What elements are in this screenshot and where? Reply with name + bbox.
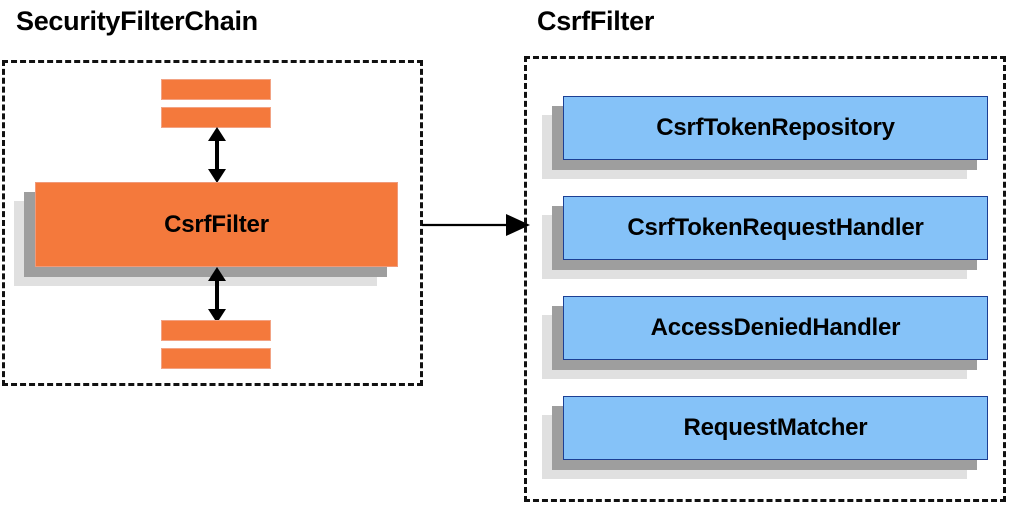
component-face: RequestMatcher bbox=[563, 396, 988, 460]
panel-title-securityfilterchain: SecurityFilterChain bbox=[16, 6, 258, 36]
component-label: RequestMatcher bbox=[683, 414, 868, 441]
filter-stub-bar-bottom-2 bbox=[161, 348, 271, 369]
component-face: CsrfTokenRequestHandler bbox=[563, 196, 988, 260]
component-face: CsrfTokenRepository bbox=[563, 96, 988, 160]
component-box-csrftokenrequesthandler[interactable]: CsrfTokenRequestHandler bbox=[542, 196, 988, 279]
component-label: AccessDeniedHandler bbox=[650, 314, 901, 341]
csrffilter-box-face: CsrfFilter bbox=[35, 182, 398, 267]
component-box-requestmatcher[interactable]: RequestMatcher bbox=[542, 396, 988, 479]
component-label: CsrfTokenRepository bbox=[656, 114, 895, 141]
panel-title-csrffilter: CsrfFilter bbox=[537, 6, 655, 36]
csrffilter-box[interactable]: CsrfFilter bbox=[14, 182, 398, 286]
csrffilter-box-label: CsrfFilter bbox=[164, 210, 269, 238]
panel-securityfilterchain bbox=[2, 60, 423, 386]
vertical-double-arrow-top bbox=[208, 127, 226, 183]
filter-stub-bar-top-1 bbox=[161, 79, 271, 100]
component-box-csrftokenrepository[interactable]: CsrfTokenRepository bbox=[542, 96, 988, 179]
panel-csrffilter-internals bbox=[524, 56, 1006, 502]
filter-stub-bar-top-2 bbox=[161, 107, 271, 128]
filter-stub-bar-bottom-1 bbox=[161, 320, 271, 341]
vertical-double-arrow-bottom bbox=[208, 267, 226, 323]
connector-arrow-csrffilter bbox=[422, 214, 530, 236]
component-box-accessdeniedhandler[interactable]: AccessDeniedHandler bbox=[542, 296, 988, 379]
component-label: CsrfTokenRequestHandler bbox=[627, 214, 924, 241]
component-face: AccessDeniedHandler bbox=[563, 296, 988, 360]
